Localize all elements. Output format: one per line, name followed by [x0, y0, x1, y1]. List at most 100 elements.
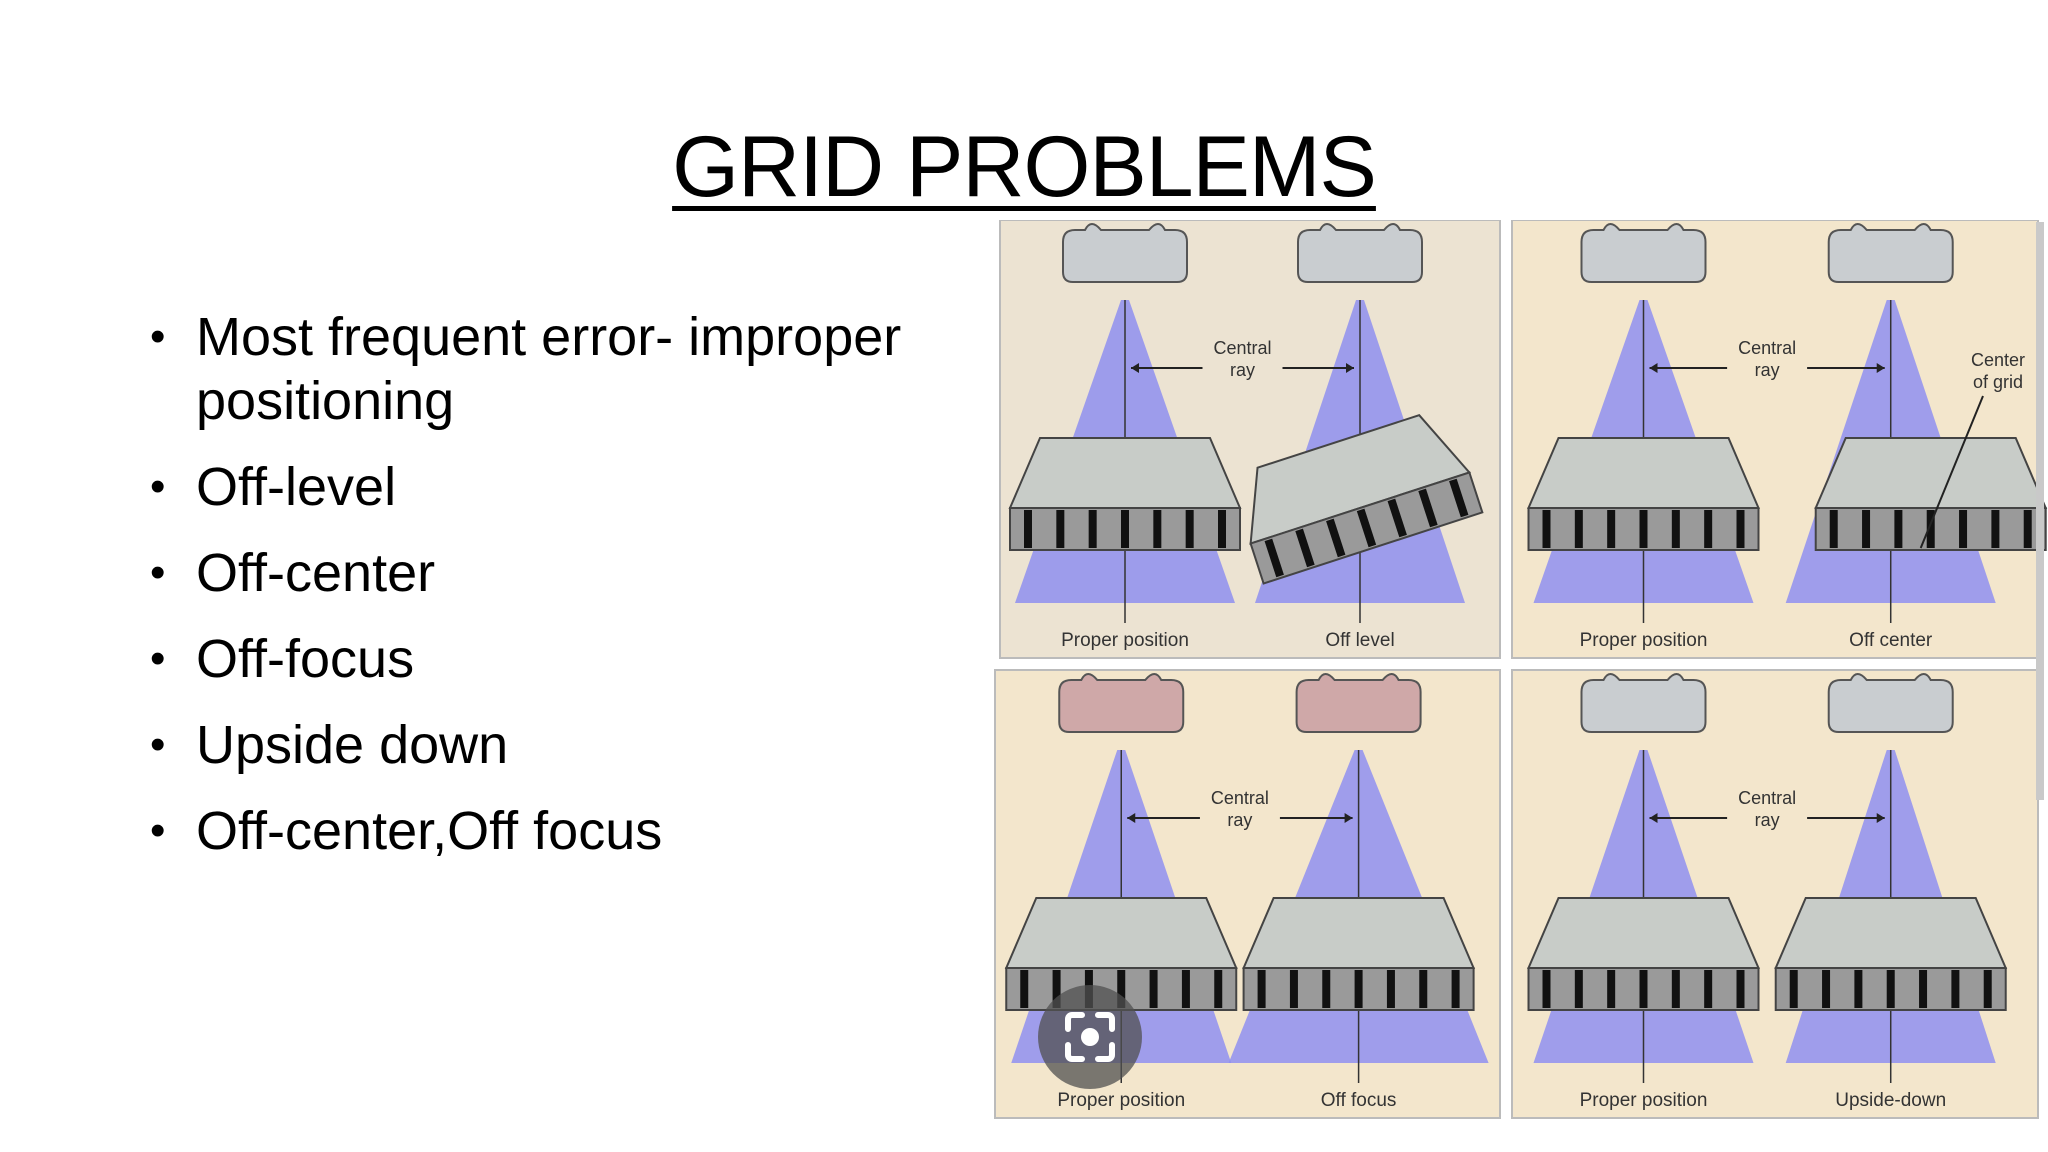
grid-lead-strip: [1991, 510, 2000, 548]
bullet-dot-icon: •: [150, 806, 166, 855]
grid: [1242, 897, 1476, 1011]
grid-lead-strip: [1052, 970, 1061, 1008]
grid-lead-strip: [1088, 510, 1097, 548]
grid-lead-strip: [1418, 488, 1438, 528]
scrollbar[interactable]: [2036, 222, 2044, 800]
grid-lead-strip: [1959, 510, 1968, 548]
grid-lead-strip: [1419, 970, 1428, 1008]
grid-lead-strip: [1354, 970, 1363, 1008]
central-ray-label: Central: [1738, 788, 1796, 808]
center-of-grid-label: Center: [1971, 350, 2025, 370]
grid-lead-strip: [1149, 970, 1158, 1008]
ray-arrowhead: [1131, 363, 1139, 373]
central-ray-label: ray: [1755, 360, 1780, 380]
x-ray-tube: [1058, 673, 1185, 733]
bullet-item: •Off-focus: [150, 629, 415, 689]
bullet-list: •Most frequent error- improper positioni…: [150, 305, 970, 885]
ray-arrowhead: [1649, 363, 1658, 373]
grid: [1008, 437, 1242, 551]
panel-caption: Upside-down: [1835, 1090, 1946, 1111]
panel-caption: Proper position: [1057, 1090, 1185, 1111]
grid-lead-strip: [1671, 510, 1680, 548]
grid: [1814, 437, 2048, 551]
grid-lead-strip: [1639, 510, 1648, 548]
grid-top: [1004, 897, 1238, 969]
grid-top: [1814, 437, 2048, 509]
x-ray-tube: [1297, 223, 1423, 283]
lens-icon: [1065, 1012, 1115, 1062]
ray-arrowhead: [1346, 363, 1354, 373]
grid-lead-strip: [1574, 510, 1583, 548]
grid-lead-strip: [1117, 970, 1126, 1008]
grid-lead-strip: [1607, 970, 1616, 1008]
ray-arrowhead: [1876, 363, 1885, 373]
ray-arrowhead: [1127, 813, 1136, 823]
x-ray-tube: [1062, 223, 1188, 283]
panel-caption: Off level: [1325, 630, 1394, 651]
x-ray-tube: [1827, 223, 1954, 283]
central-ray-label: Central: [1213, 338, 1271, 358]
grid-lead-strip: [1671, 970, 1680, 1008]
grid-lead-strip: [1449, 478, 1469, 518]
x-ray-tube: [1580, 223, 1707, 283]
grid-lead-strip: [1704, 510, 1713, 548]
grid-lead-strip: [1218, 510, 1226, 548]
grid-lead-strip: [1736, 970, 1745, 1008]
grid-lead-strip: [1020, 970, 1029, 1008]
grid: [1526, 897, 1761, 1011]
central-ray-label: Central: [1738, 338, 1796, 358]
grid: [1774, 897, 2008, 1011]
grid-lead-strip: [1639, 970, 1648, 1008]
grid-lead-strip: [1153, 510, 1162, 548]
grid-lead-strip: [1214, 970, 1223, 1008]
grid-lead-strip: [1951, 970, 1960, 1008]
grid-lead-strip: [1886, 970, 1895, 1008]
grid-lead-strip: [1607, 510, 1616, 548]
grid-lead-strip: [1704, 970, 1713, 1008]
panel-caption: Proper position: [1580, 1090, 1708, 1111]
ray-arrowhead: [1344, 813, 1353, 823]
bullet-dot-icon: •: [150, 312, 166, 361]
central-ray-label: ray: [1227, 810, 1252, 830]
bullet-item: •Off-center: [150, 543, 436, 603]
grid-lead-strip: [1326, 518, 1346, 558]
grid-lead-strip: [1822, 970, 1831, 1008]
grid-lead-strip: [1854, 970, 1863, 1008]
grid-lead-strip: [1736, 510, 1745, 548]
slide-title: GRID PROBLEMS: [672, 119, 1377, 215]
bullet-dot-icon: •: [150, 720, 166, 769]
grid-lead-strip: [1386, 970, 1395, 1008]
grid-lead-strip: [1185, 510, 1194, 548]
grid-lead-strip: [1983, 970, 1992, 1008]
bullet-item: •Most frequent error- improper positioni…: [150, 307, 902, 431]
grid-top: [1008, 437, 1242, 509]
grid-lead-strip: [1574, 970, 1583, 1008]
grid-lead-strip: [1322, 970, 1331, 1008]
grid-lead-strip: [1121, 510, 1129, 548]
panel-caption: Off focus: [1321, 1090, 1397, 1111]
grid-lead-strip: [1356, 508, 1377, 548]
x-ray-tube: [1580, 673, 1707, 733]
center-of-grid-arrow: [1919, 395, 1984, 549]
bullet-dot-icon: •: [150, 462, 166, 511]
grid-lead-strip: [1926, 510, 1935, 548]
grid-lead-strip: [2023, 510, 2032, 548]
bullet-item: •Upside down: [150, 715, 509, 775]
panel-caption: Off center: [1849, 630, 1933, 651]
grid-lead-strip: [1829, 510, 1838, 548]
ray-arrowhead: [1649, 813, 1658, 823]
grid-top: [1774, 897, 2008, 969]
bullet-item: •Off-center,Off focus: [150, 801, 663, 861]
central-ray-label: Central: [1211, 788, 1269, 808]
grid: [1526, 437, 1761, 551]
central-ray-label: ray: [1230, 360, 1255, 380]
lens-button[interactable]: [1038, 985, 1142, 1089]
grid-lead-strip: [1542, 510, 1551, 548]
panel-caption: Proper position: [1580, 630, 1708, 651]
grid-lead-strip: [1056, 510, 1065, 548]
grid-lead-strip: [1024, 510, 1032, 548]
panel-caption: Proper position: [1061, 630, 1189, 651]
